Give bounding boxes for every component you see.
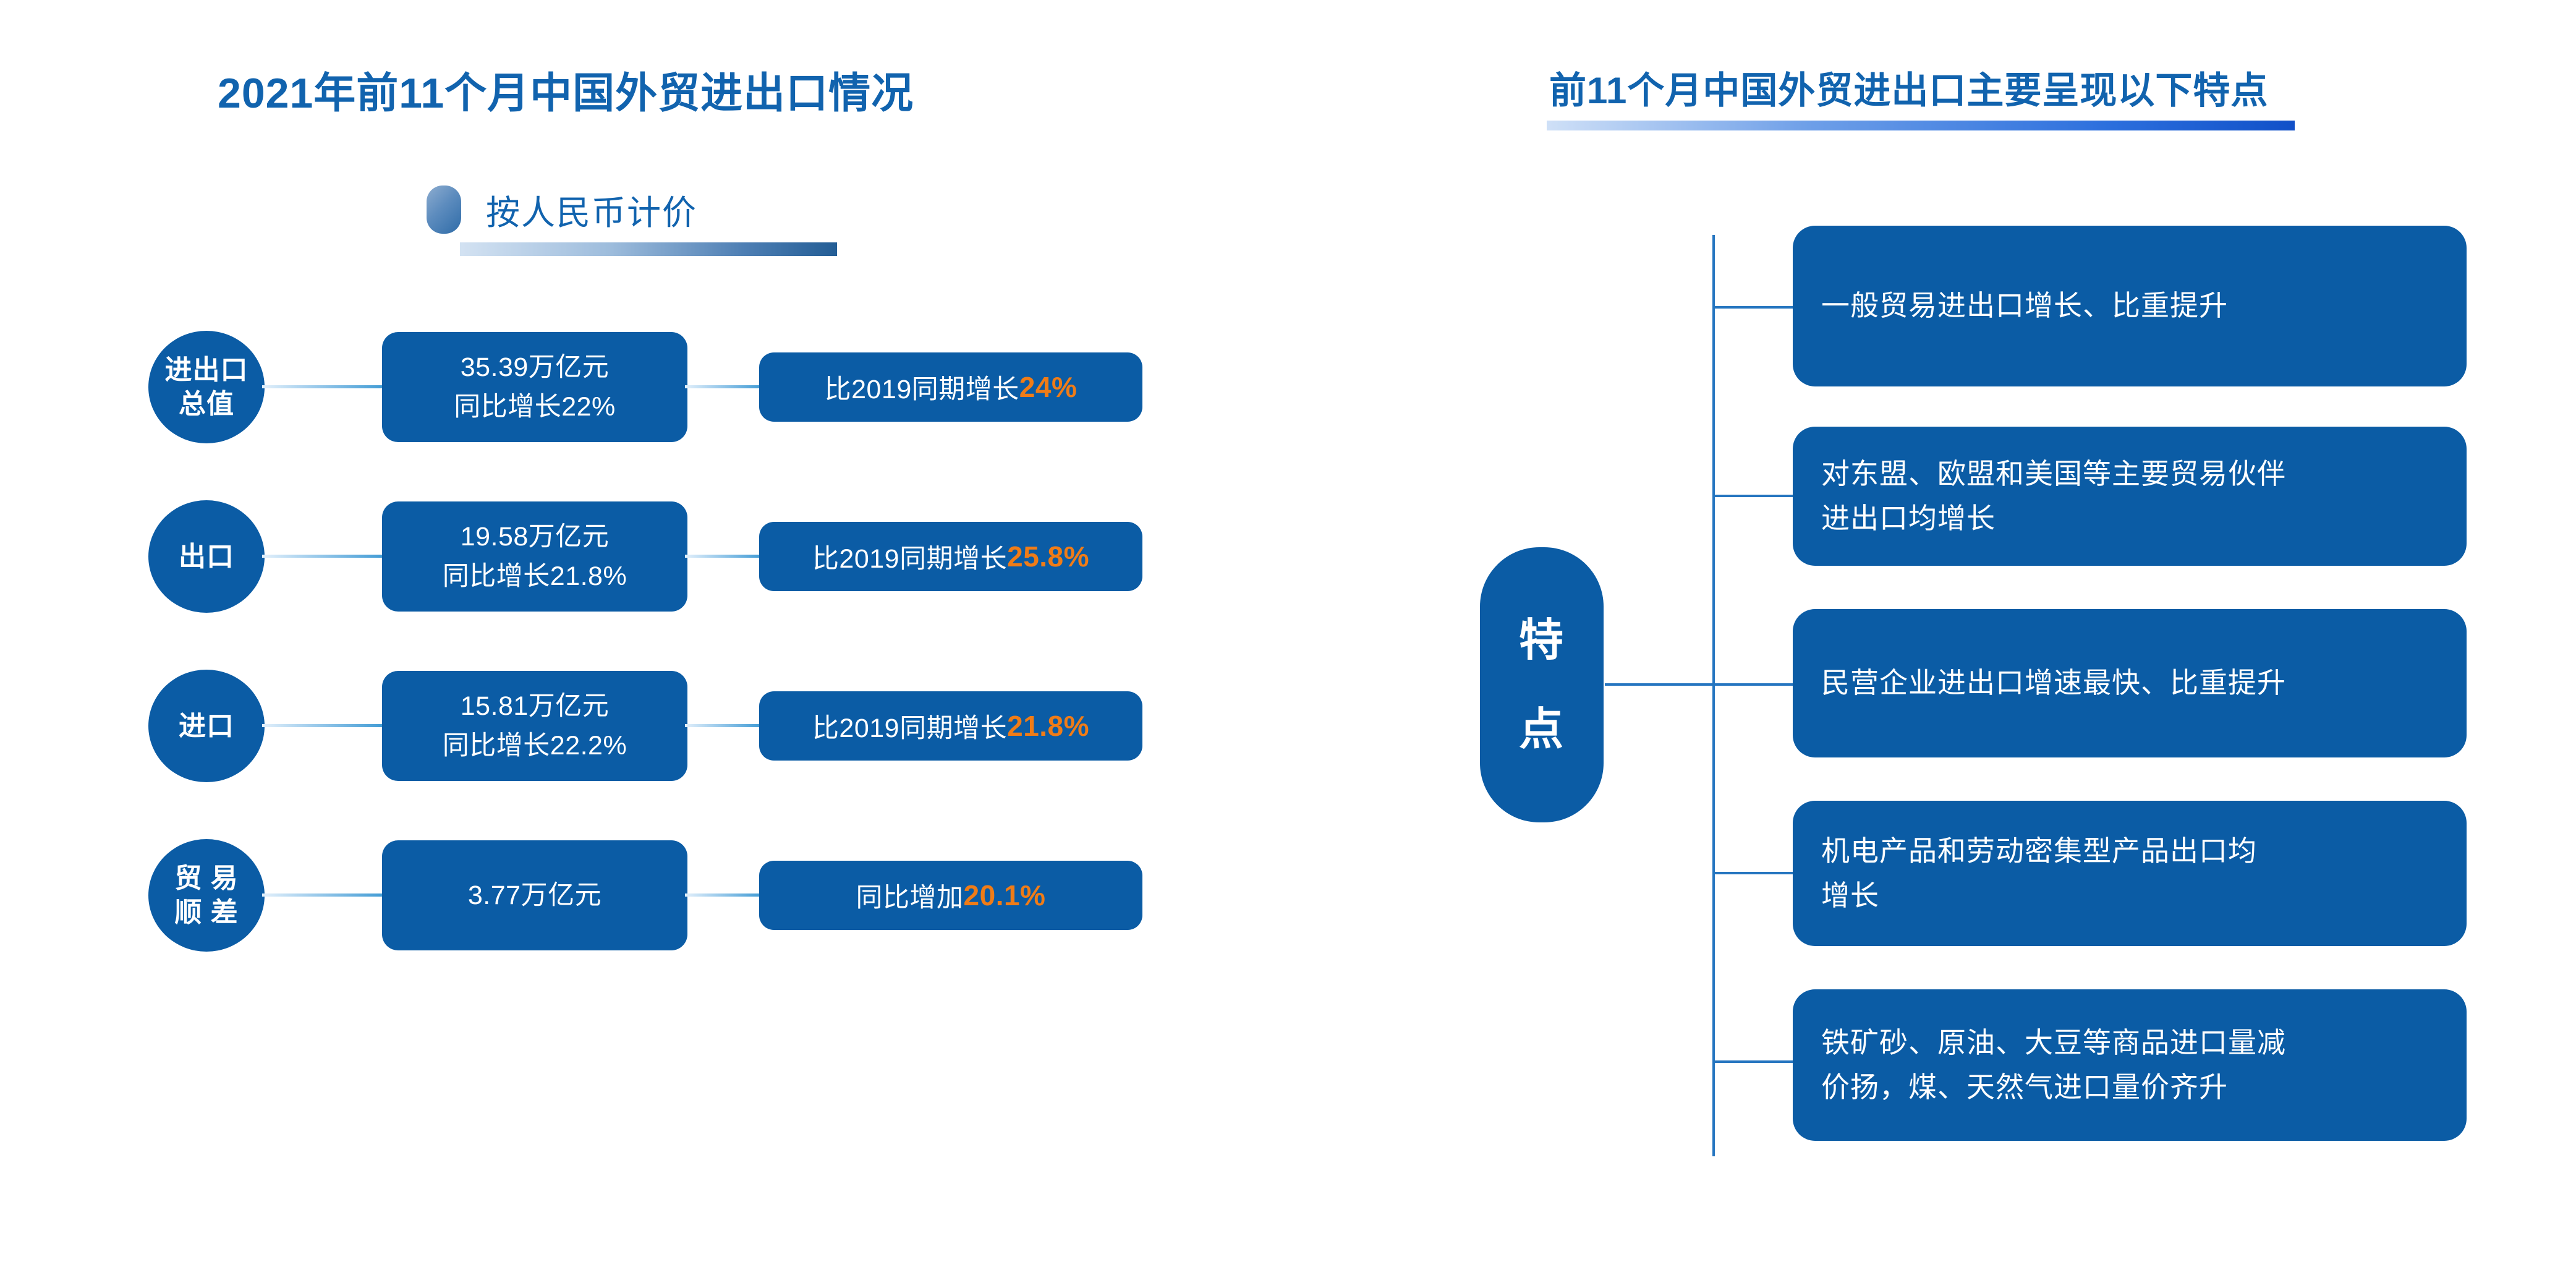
currency-subtitle-block: 按人民币计价 (427, 186, 837, 256)
feature-text-line: 铁矿砂、原油、大豆等商品进口量减 (1821, 1026, 2286, 1059)
connector-line (685, 555, 763, 558)
feature-text-line: 民营企业进出口增速最快、比重提升 (1821, 667, 2286, 699)
feature-card: 民营企业进出口增速最快、比重提升 (1793, 609, 2467, 757)
comparison-prefix: 比2019同期增长 (824, 375, 1019, 404)
stat-value-line: 19.58万亿元 (460, 521, 610, 552)
comparison-prefix: 比2019同期增长 (812, 714, 1008, 743)
connector-line (262, 385, 386, 388)
tree-trunk-line (1712, 235, 1715, 1156)
feature-text-line: 价扬，煤、天然气进口量价齐升 (1821, 1070, 2228, 1103)
stat-category-line: 进出口 (164, 355, 249, 385)
tree-branch-line (1712, 495, 1794, 497)
currency-subtitle-label: 按人民币计价 (486, 194, 698, 232)
feature-card: 对东盟、欧盟和美国等主要贸易伙伴 进出口均增长 (1793, 427, 2467, 566)
features-root-node: 特 点 (1480, 547, 1604, 822)
stat-value-line: 15.81万亿元 (460, 691, 610, 721)
stat-category-badge: 出口 (148, 500, 265, 613)
stat-value-box: 15.81万亿元 同比增长22.2% (382, 671, 687, 781)
right-panel-title-block: 前11个月中国外贸进出口主要呈现以下特点 (1545, 61, 2295, 130)
stat-category-line: 进口 (179, 710, 234, 741)
comparison-value: 20.1% (963, 879, 1046, 911)
connector-line (685, 724, 763, 727)
comparison-prefix: 同比增加 (856, 883, 964, 913)
feature-text-line: 对东盟、欧盟和美国等主要贸易伙伴 (1821, 458, 2286, 490)
feature-text-line: 进出口均增长 (1821, 501, 1996, 534)
subtitle-marker-icon (427, 186, 461, 234)
connector-line (685, 385, 763, 388)
tree-branch-line (1712, 683, 1794, 686)
stat-category-badge: 进口 (148, 670, 265, 782)
stat-value-line: 3.77万亿元 (467, 880, 602, 910)
tree-stem-line (1605, 683, 1714, 686)
tree-branch-line (1712, 1060, 1794, 1063)
feature-text-line: 增长 (1821, 879, 1879, 911)
stat-category-badge: 贸 易 顺 差 (148, 839, 265, 952)
right-panel-title: 前11个月中国外贸进出口主要呈现以下特点 (1549, 70, 2269, 111)
feature-text-line: 一般贸易进出口增长、比重提升 (1821, 289, 2228, 322)
root-node-line: 点 (1518, 704, 1565, 754)
stat-value-box: 35.39万亿元 同比增长22% (382, 332, 687, 442)
subtitle-underline-bar (460, 242, 837, 256)
connector-line (262, 724, 386, 727)
features-tree: 特 点 一般贸易进出口增长、比重提升 对东盟、欧盟和美国等主要贸易伙伴 进出口均… (1465, 204, 2565, 1249)
stat-value-line: 35.39万亿元 (460, 352, 610, 382)
comparison-prefix: 比2019同期增长 (812, 544, 1008, 574)
stat-value-box: 3.77万亿元 (382, 840, 687, 950)
left-panel-title: 2021年前11个月中国外贸进出口情况 (218, 70, 914, 117)
feature-text-line: 机电产品和劳动密集型产品出口均 (1821, 835, 2257, 868)
stat-category-line: 贸 易 (174, 863, 239, 893)
comparison-value: 21.8% (1007, 710, 1090, 742)
stat-category-line: 出口 (179, 541, 234, 572)
stat-growth-line: 同比增长22% (454, 392, 616, 422)
connector-line (262, 555, 386, 558)
connector-line (262, 893, 386, 897)
comparison-value: 24% (1019, 371, 1078, 403)
stat-category-line: 总值 (179, 389, 234, 419)
feature-card: 铁矿砂、原油、大豆等商品进口量减 价扬，煤、天然气进口量价齐升 (1793, 989, 2467, 1141)
connector-line (685, 893, 763, 897)
stat-category-badge: 进出口 总值 (148, 331, 265, 443)
comparison-value: 25.8% (1007, 540, 1090, 573)
stat-category-line: 顺 差 (174, 897, 239, 928)
stat-growth-line: 同比增长21.8% (442, 561, 627, 591)
feature-card: 机电产品和劳动密集型产品出口均 增长 (1793, 801, 2467, 946)
tree-branch-line (1712, 872, 1794, 874)
root-node-line: 特 (1518, 615, 1565, 665)
tree-branch-line (1712, 306, 1794, 309)
stat-value-box: 19.58万亿元 同比增长21.8% (382, 501, 687, 612)
feature-card: 一般贸易进出口增长、比重提升 (1793, 226, 2467, 386)
right-title-underline-bar (1547, 121, 2295, 130)
stat-growth-line: 同比增长22.2% (442, 731, 627, 761)
